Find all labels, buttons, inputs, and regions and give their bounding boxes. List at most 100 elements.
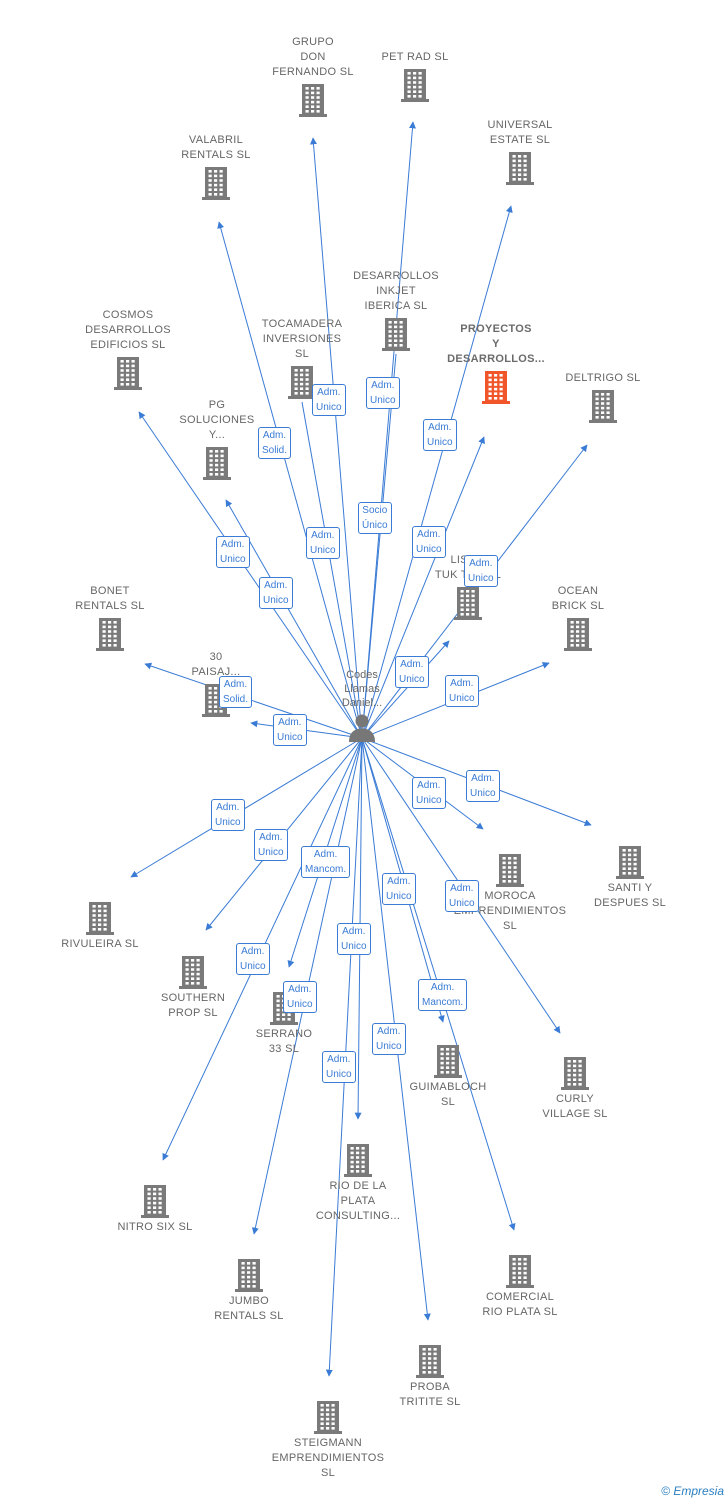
copyright-icon: © bbox=[661, 1484, 670, 1498]
company-label: SOUTHERN PROP SL bbox=[160, 992, 226, 1019]
role-badge-valabril-rentals[interactable]: Adm. Solid. bbox=[258, 427, 292, 459]
company-node-grupo-don-fernando[interactable]: GRUPO DON FERNANDO SL bbox=[243, 35, 383, 117]
role-badge-santi-y-despues[interactable]: Adm. Unico bbox=[466, 770, 500, 802]
building-icon bbox=[382, 318, 410, 351]
role-badge-moroca[interactable]: Adm. Unico bbox=[412, 777, 446, 809]
role-badge-comercial-rio-plata[interactable]: Adm. Unico bbox=[382, 873, 416, 905]
role-badge-pg-soluciones[interactable]: Adm. Unico bbox=[259, 577, 293, 609]
role-badge-curly-village[interactable]: Adm. Unico bbox=[445, 880, 479, 912]
company-node-desarrollos-inkjet[interactable]: DESARROLLOS INKJET IBERICA SL bbox=[326, 269, 466, 351]
building-icon bbox=[561, 1057, 589, 1090]
company-label: UNIVERSAL ESTATE SL bbox=[487, 119, 553, 146]
company-node-moroca[interactable]: MOROCA EMPRENDIMIENTOS SL bbox=[440, 853, 580, 934]
company-node-proyectos-y-desarrollos[interactable]: PROYECTOS Y DESARROLLOS... bbox=[426, 322, 566, 404]
company-node-bonet-rentals[interactable]: BONET RENTALS SL bbox=[40, 584, 180, 651]
edge-cosmos-desarrollos bbox=[138, 411, 363, 739]
role-badge-ocean-brick[interactable]: Adm. Unico bbox=[445, 675, 479, 707]
company-label: MOROCA EMPRENDIMIENTOS SL bbox=[453, 890, 567, 932]
role-badge-rivuleira[interactable]: Adm. Unico bbox=[211, 799, 245, 831]
company-label: COMERCIAL RIO PLATA SL bbox=[482, 1291, 558, 1318]
role-badge-steigmann[interactable]: Adm. Unico bbox=[322, 1051, 356, 1083]
company-node-deltrigo[interactable]: DELTRIGO SL bbox=[533, 371, 673, 423]
role-badge-southern-prop[interactable]: Adm. Unico bbox=[254, 829, 288, 861]
building-icon bbox=[235, 1259, 263, 1292]
building-icon bbox=[203, 447, 231, 480]
company-node-rivuleira[interactable]: RIVULEIRA SL bbox=[30, 901, 170, 952]
company-label: DESARROLLOS INKJET IBERICA SL bbox=[353, 270, 439, 312]
company-label: 30 PAISAJ... bbox=[191, 651, 241, 678]
role-badge-proyectos-y-desarrollos[interactable]: Adm. Unico bbox=[412, 526, 446, 558]
company-node-ocean-brick[interactable]: OCEAN BRICK SL bbox=[508, 584, 648, 651]
edge-valabril-rentals bbox=[217, 221, 363, 739]
company-node-steigmann[interactable]: STEIGMANN EMPRENDIMIENTOS SL bbox=[258, 1400, 398, 1481]
role-badge-serrano-33[interactable]: Adm. Mancom. bbox=[301, 846, 351, 878]
role-badge-30-paisajes[interactable]: Adm. Unico bbox=[273, 714, 307, 746]
building-icon bbox=[616, 846, 644, 879]
role-badge-cosmos-desarrollos[interactable]: Adm. Unico bbox=[216, 536, 250, 568]
company-node-santi-y-despues[interactable]: SANTI Y DESPUES SL bbox=[560, 845, 700, 911]
company-label: PG SOLUCIONES Y... bbox=[179, 399, 255, 441]
building-icon bbox=[506, 1255, 534, 1288]
role-badge-proba-tritite[interactable]: Adm. Unico bbox=[372, 1023, 406, 1055]
building-icon bbox=[288, 366, 316, 399]
company-node-pg-soluciones[interactable]: PG SOLUCIONES Y... bbox=[147, 398, 287, 480]
company-label: GRUPO DON FERNANDO SL bbox=[272, 36, 354, 78]
company-label: RIO DE LA PLATA CONSULTING... bbox=[315, 1180, 401, 1222]
building-icon bbox=[314, 1401, 342, 1434]
company-node-valabril-rentals[interactable]: VALABRIL RENTALS SL bbox=[146, 133, 286, 200]
company-node-nitro-six[interactable]: NITRO SIX SL bbox=[85, 1184, 225, 1235]
role-badge-universal-estate[interactable]: Adm. Unico bbox=[423, 419, 457, 451]
building-icon bbox=[96, 618, 124, 651]
edge-rivuleira bbox=[130, 737, 363, 878]
edge-desarrollos-inkjet bbox=[361, 353, 397, 739]
role-badge-pet-rad[interactable]: Adm. Unico bbox=[366, 377, 400, 409]
company-node-curly-village[interactable]: CURLY VILLAGE SL bbox=[505, 1056, 645, 1122]
brand-footer: © Empresia bbox=[661, 1484, 724, 1498]
company-node-pet-rad[interactable]: PET RAD SL bbox=[345, 50, 485, 102]
company-label: JUMBO RENTALS SL bbox=[214, 1295, 284, 1322]
company-node-jumbo-rentals[interactable]: JUMBO RENTALS SL bbox=[179, 1258, 319, 1324]
building-icon bbox=[401, 69, 429, 102]
building-icon bbox=[114, 357, 142, 390]
edge-pet-rad bbox=[361, 121, 416, 739]
company-label: OCEAN BRICK SL bbox=[551, 585, 605, 612]
company-label: SERRANO 33 SL bbox=[255, 1028, 313, 1055]
building-icon bbox=[589, 390, 617, 423]
center-label: Codes Llamas Daniel... bbox=[341, 669, 383, 709]
edge-universal-estate bbox=[361, 205, 513, 739]
company-label: GUIMABLOCH SL bbox=[409, 1081, 487, 1108]
building-icon bbox=[434, 1045, 462, 1078]
company-node-southern-prop[interactable]: SOUTHERN PROP SL bbox=[123, 955, 263, 1021]
company-node-proba-tritite[interactable]: PROBA TRITITE SL bbox=[360, 1344, 500, 1410]
role-badge-rio-de-la-plata[interactable]: Adm. Unico bbox=[337, 923, 371, 955]
company-node-rio-de-la-plata[interactable]: RIO DE LA PLATA CONSULTING... bbox=[288, 1143, 428, 1224]
role-badge-jumbo-rentals[interactable]: Adm. Unico bbox=[283, 981, 317, 1013]
company-label: COSMOS DESARROLLOS EDIFICIOS SL bbox=[85, 309, 171, 351]
role-badge-desarrollos-inkjet[interactable]: Socio Único bbox=[358, 502, 392, 534]
edge-proyectos-y-desarrollos bbox=[361, 436, 485, 739]
company-label: NITRO SIX SL bbox=[117, 1221, 193, 1233]
building-icon bbox=[454, 587, 482, 620]
company-node-guimabloch[interactable]: GUIMABLOCH SL bbox=[378, 1044, 518, 1110]
company-node-tocamadera[interactable]: TOCAMADERA INVERSIONES SL bbox=[232, 317, 372, 399]
role-badge-nitro-six[interactable]: Adm. Unico bbox=[236, 943, 270, 975]
building-icon bbox=[344, 1144, 372, 1177]
role-badge-lisboa-tuk-tuk[interactable]: Adm. Unico bbox=[395, 656, 429, 688]
role-badge-bonet-rentals[interactable]: Adm. Solid. bbox=[219, 676, 253, 708]
company-label: VALABRIL RENTALS SL bbox=[181, 134, 251, 161]
company-node-cosmos-desarrollos[interactable]: COSMOS DESARROLLOS EDIFICIOS SL bbox=[58, 308, 198, 390]
company-label: BONET RENTALS SL bbox=[75, 585, 145, 612]
role-badge-tocamadera[interactable]: Adm. Unico bbox=[306, 527, 340, 559]
building-icon bbox=[179, 956, 207, 989]
company-node-universal-estate[interactable]: UNIVERSAL ESTATE SL bbox=[450, 118, 590, 185]
company-node-30-paisajes[interactable]: 30 PAISAJ... bbox=[146, 650, 286, 717]
role-badge-guimabloch[interactable]: Adm. Mancom. bbox=[418, 979, 468, 1011]
center-person[interactable]: Codes Llamas Daniel... bbox=[322, 668, 402, 742]
edge-lisboa-tuk-tuk bbox=[361, 640, 450, 739]
role-badge-grupo-don-fernando[interactable]: Adm. Unico bbox=[312, 384, 346, 416]
edge-tocamadera bbox=[301, 401, 363, 739]
brand-logo[interactable]: Empresia bbox=[673, 1484, 724, 1498]
company-node-comercial-rio-plata[interactable]: COMERCIAL RIO PLATA SL bbox=[450, 1254, 590, 1320]
company-label: TOCAMADERA INVERSIONES SL bbox=[261, 318, 343, 360]
role-badge-deltrigo[interactable]: Adm. Unico bbox=[464, 555, 498, 587]
